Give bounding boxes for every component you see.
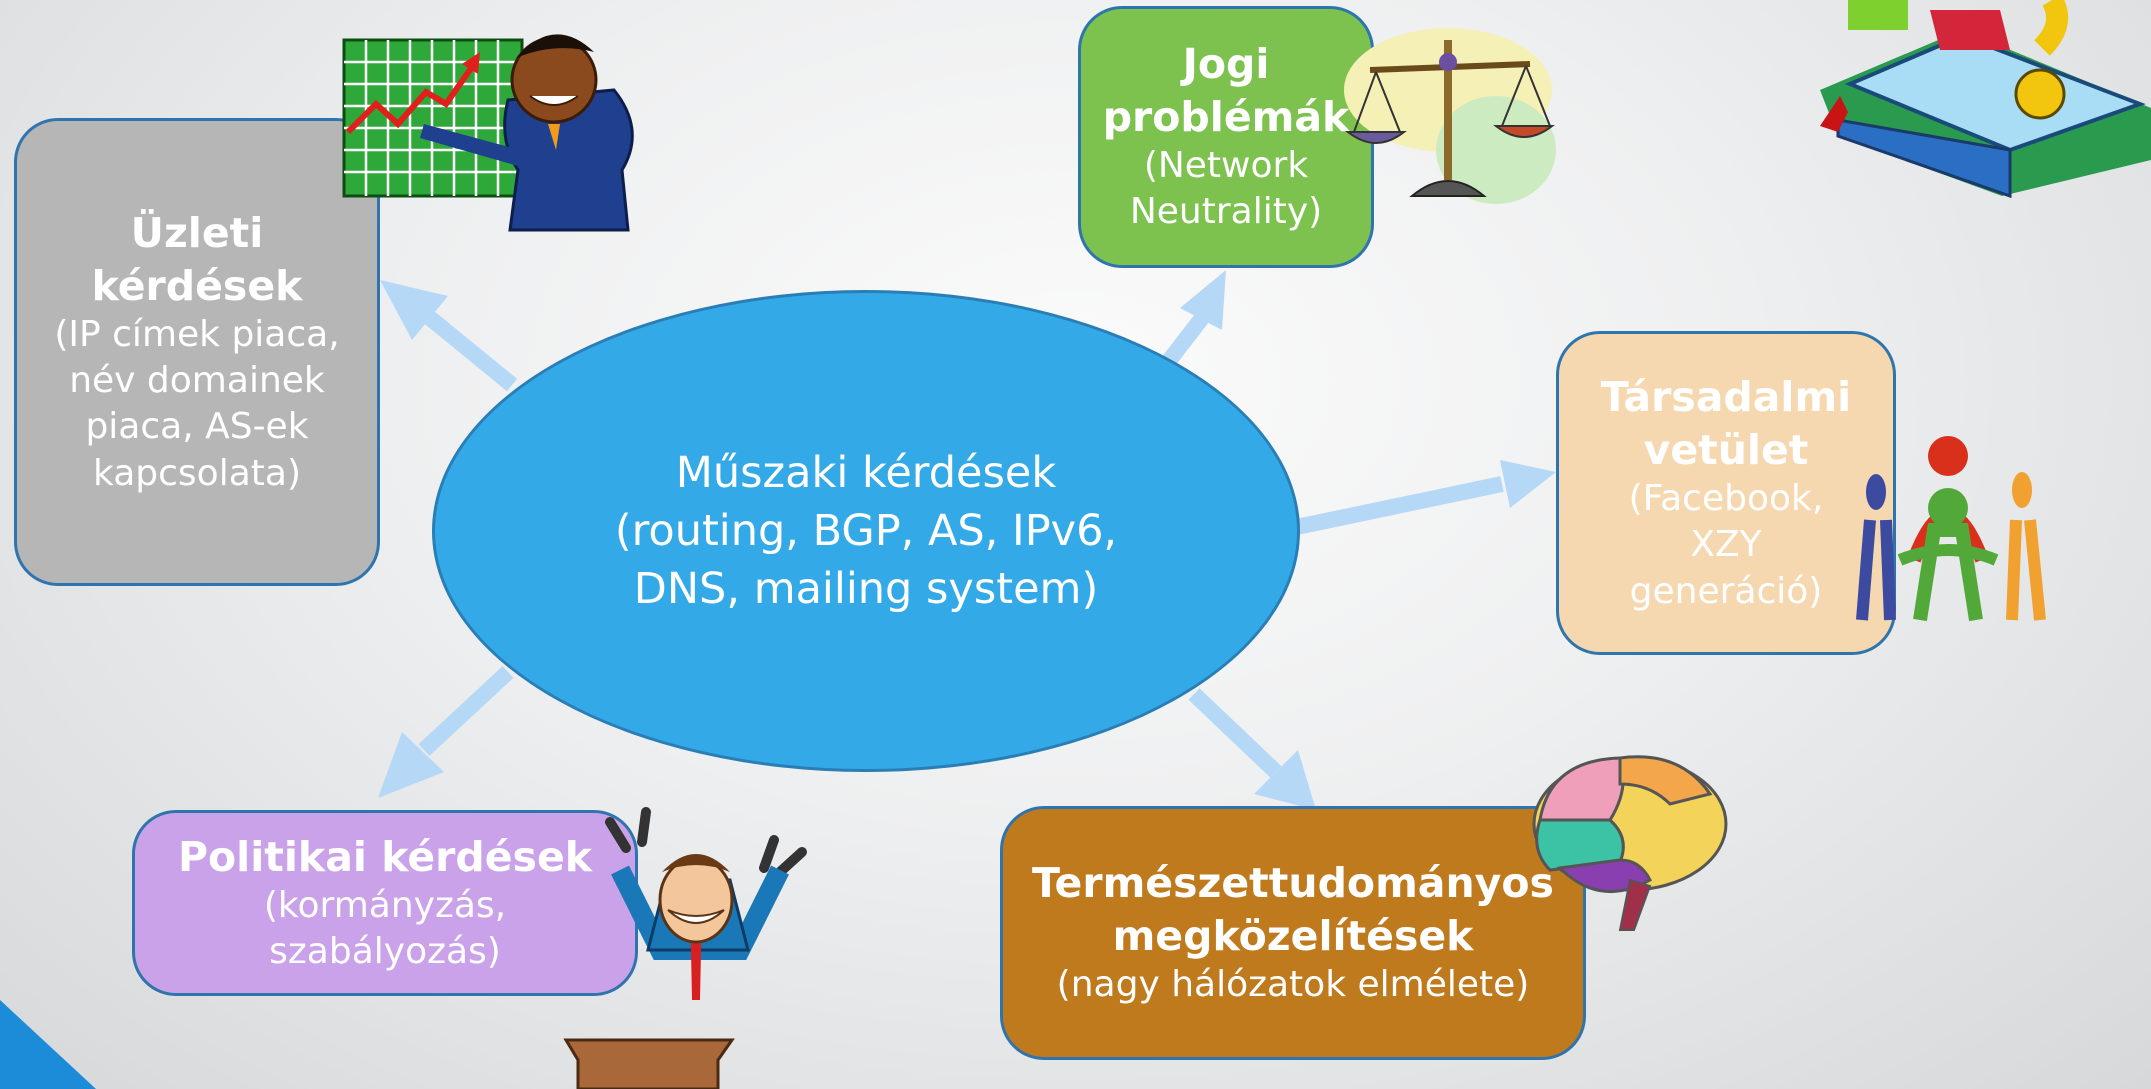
termeszet-sub-1: (nagy hálózatok elmélete) [1056,964,1530,1006]
corner-accent [0,1000,96,1089]
business-chart-man-image [342,34,634,232]
uzleti-sub-3: piaca, AS-ek [85,406,309,448]
jogi-title-1: Jogi [1182,40,1270,89]
center-line-2: (routing, BGP, AS, IPv6, [614,505,1118,556]
node-termeszettudomanyos: Természettudományos megközelítések (nagy… [1000,806,1586,1060]
jogi-sub-1: (Network [1143,145,1309,187]
tarsadalmi-title-2: vetület [1643,425,1809,474]
node-uzleti-kerdesek: Üzleti kérdések (IP címek piaca, név dom… [14,118,380,586]
termeszet-title-2: megközelítések [1112,911,1474,960]
uzleti-title-2: kérdések [91,261,303,310]
politikai-sub-2: szabályozás) [269,931,501,973]
jogi-sub-2: Neutrality) [1129,191,1323,233]
jogi-title-2: problémák [1102,92,1350,141]
center-topic-ellipse: Műszaki kérdések (routing, BGP, AS, IPv6… [432,290,1300,772]
termeszet-title-1: Természettudományos [1032,859,1554,908]
arrow-to-politikai [378,666,514,798]
tarsadalmi-sub-3: generáció) [1629,570,1823,612]
node-politikai-kerdesek: Politikai kérdések (kormányzás, szabályo… [132,810,638,996]
arrow-to-uzleti [380,280,518,392]
uzleti-sub-2: név domainek [69,360,325,402]
arrow-to-termeszet [1188,688,1316,810]
politikai-sub-1: (kormányzás, [263,885,507,927]
node-jogi-problemak: Jogi problémák (Network Neutrality) [1078,6,1374,268]
arrow-to-jogi [1161,270,1226,367]
politikai-title-1: Politikai kérdések [177,832,593,881]
scales-of-justice-image [1344,28,1556,204]
uzleti-title-1: Üzleti [130,209,264,258]
arrow-to-tarsadalmi [1290,460,1556,536]
tarsadalmi-sub-2: XZY [1690,524,1762,566]
people-holding-hands-image [1856,436,2046,622]
uzleti-sub-4: kapcsolata) [93,452,301,494]
uzleti-sub-1: (IP címek piaca, [54,314,340,356]
tarsadalmi-title-1: Társadalmi [1600,373,1852,422]
brain-image [1532,755,1728,931]
book-image [1820,0,2151,199]
node-tarsadalmi-vetulet: Társadalmi vetület (Facebook, XZY generá… [1556,331,1896,655]
tarsadalmi-sub-1: (Facebook, [1628,478,1824,520]
center-line-1: Műszaki kérdések [675,447,1057,498]
center-line-3: DNS, mailing system) [633,564,1099,615]
politician-at-podium-image [563,807,807,1089]
